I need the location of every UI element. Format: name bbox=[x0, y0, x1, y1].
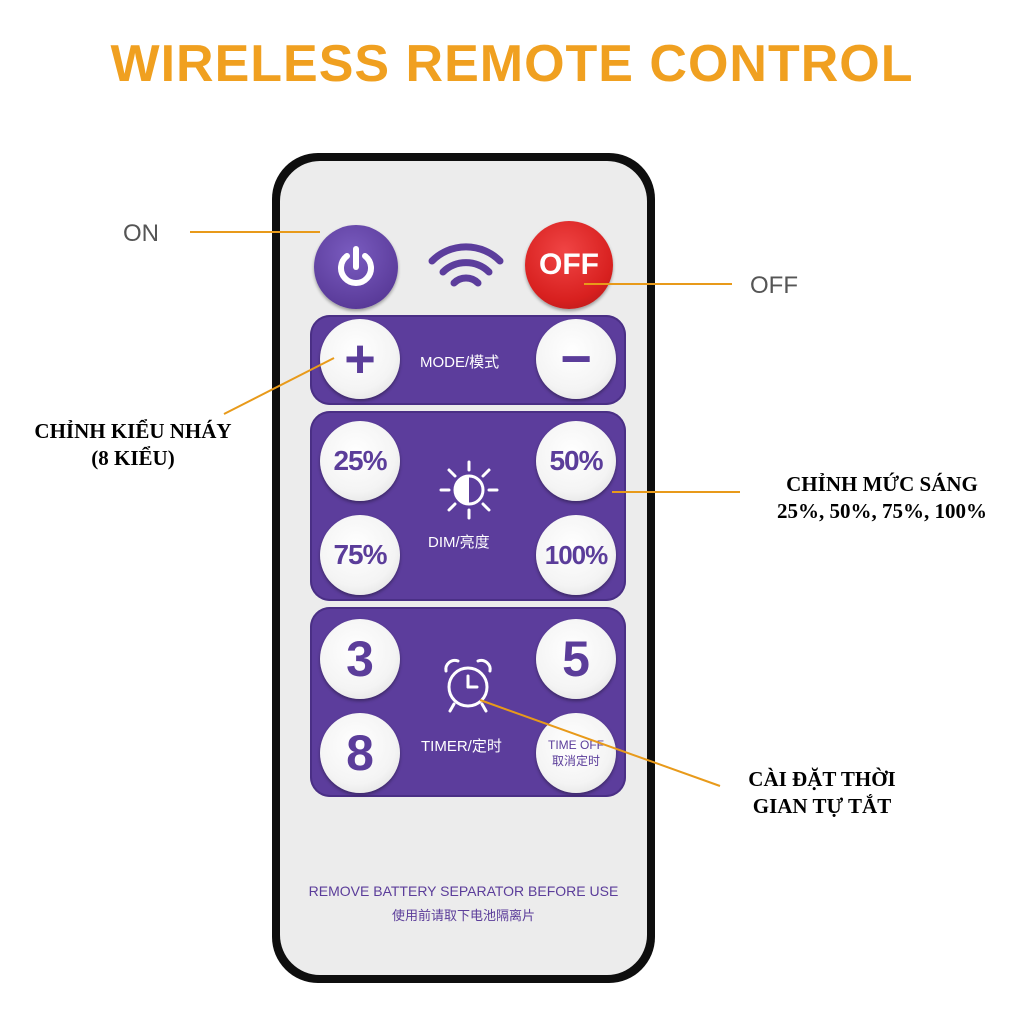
timer-8-label: 8 bbox=[346, 725, 374, 781]
off-button[interactable]: OFF bbox=[525, 221, 613, 309]
timer-callout: CÀI ĐẶT THỜI GIAN TỰ TẮT bbox=[722, 766, 922, 820]
mode-panel: + MODE/模式 − bbox=[310, 315, 626, 405]
dim-callout-line2: 25%, 50%, 75%, 100% bbox=[777, 499, 987, 523]
battery-notice-zh: 使用前请取下电池隔离片 bbox=[391, 908, 535, 923]
dim-callout: CHỈNH MỨC SÁNG 25%, 50%, 75%, 100% bbox=[752, 471, 1012, 525]
power-icon bbox=[338, 246, 374, 286]
dim-50-label: 50% bbox=[549, 445, 603, 476]
mode-leader-line bbox=[223, 357, 335, 415]
dim-25-button[interactable]: 25% bbox=[320, 421, 400, 501]
time-off-line1: TIME OFF bbox=[548, 738, 604, 752]
time-off-button[interactable]: TIME OFF 取消定时 bbox=[536, 713, 616, 793]
on-button[interactable] bbox=[314, 225, 398, 309]
dim-callout-line1: CHỈNH MỨC SÁNG bbox=[786, 472, 978, 496]
dim-label: DIM/亮度 bbox=[428, 534, 490, 551]
timer-leader-line bbox=[479, 699, 721, 787]
dim-100-label: 100% bbox=[544, 539, 608, 570]
timer-panel: 3 5 8 TIME OFF 取消定时 TIMER/定时 bbox=[310, 607, 626, 797]
on-callout: ON bbox=[123, 220, 159, 247]
minus-label: − bbox=[560, 329, 592, 389]
mode-callout: CHỈNH KIỂU NHÁY (8 KIỂU) bbox=[8, 418, 258, 472]
timer-3-button[interactable]: 3 bbox=[320, 619, 400, 699]
mode-minus-button[interactable]: − bbox=[536, 319, 616, 399]
dim-75-button[interactable]: 75% bbox=[320, 515, 400, 595]
alarm-clock-icon bbox=[444, 658, 492, 713]
dim-100-button[interactable]: 100% bbox=[536, 515, 616, 595]
remote-control: OFF + MODE/模式 − 25% 50% 75% 100% bbox=[272, 153, 655, 983]
dim-panel: 25% 50% 75% 100% bbox=[310, 411, 626, 601]
battery-notice-en: REMOVE BATTERY SEPARATOR BEFORE USE bbox=[308, 883, 619, 899]
page-title: WIRELESS REMOTE CONTROL bbox=[110, 35, 914, 93]
brightness-icon bbox=[439, 460, 499, 520]
dim-25-label: 25% bbox=[333, 445, 387, 476]
timer-5-label: 5 bbox=[562, 631, 590, 687]
mode-callout-line1: CHỈNH KIỂU NHÁY bbox=[34, 419, 232, 443]
timer-callout-line2: GIAN TỰ TẮT bbox=[752, 794, 892, 818]
plus-label: + bbox=[344, 329, 376, 389]
timer-callout-line1: CÀI ĐẶT THỜI bbox=[748, 767, 896, 791]
dim-50-button[interactable]: 50% bbox=[536, 421, 616, 501]
wifi-icon bbox=[428, 243, 504, 287]
mode-label: MODE/模式 bbox=[420, 354, 500, 371]
timer-5-button[interactable]: 5 bbox=[536, 619, 616, 699]
timer-3-label: 3 bbox=[346, 631, 374, 687]
remote-face: OFF + MODE/模式 − 25% 50% 75% 100% bbox=[280, 161, 647, 975]
mode-callout-line2: (8 KIỂU) bbox=[91, 446, 175, 470]
timer-label: TIMER/定时 bbox=[421, 738, 502, 755]
dim-75-label: 75% bbox=[333, 539, 387, 570]
off-button-label: OFF bbox=[539, 248, 599, 281]
timer-8-button[interactable]: 8 bbox=[320, 713, 400, 793]
time-off-line2: 取消定时 bbox=[551, 754, 600, 768]
off-callout: OFF bbox=[750, 272, 798, 299]
